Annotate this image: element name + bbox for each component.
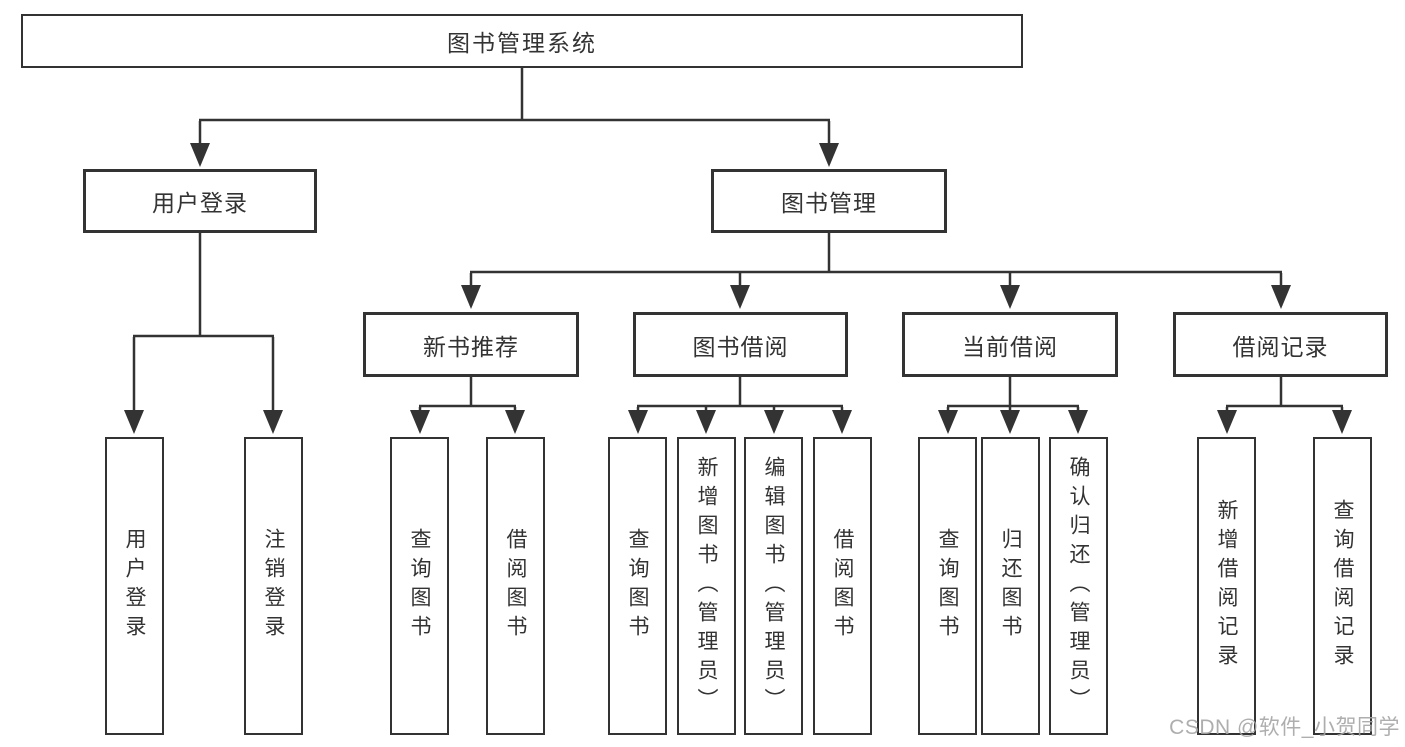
leaf-borrow-books-borrowing: 借阅图书: [813, 437, 872, 735]
leaf-query-borrow-record: 查询借阅记录: [1313, 437, 1372, 735]
node-new-book-recommend: 新书推荐: [363, 312, 579, 377]
leaf-logout: 注销登录: [244, 437, 303, 735]
leaf-label: 查询图书: [408, 528, 431, 644]
connector-root-trunk: [199, 68, 830, 122]
connector-newbook-trunk: [419, 377, 516, 408]
node-book-management: 图书管理: [711, 169, 947, 233]
node-label: 用户登录: [152, 190, 248, 216]
leaf-add-book-admin: 新增图书（管理员）: [677, 437, 736, 735]
leaf-label: 借阅图书: [504, 528, 527, 644]
leaf-edit-book-admin: 编辑图书（管理员）: [744, 437, 803, 735]
connector-bookmgmt-trunk: [470, 233, 1282, 274]
leaf-label: 新增图书（管理员）: [695, 455, 718, 717]
node-label: 图书管理系统: [447, 30, 597, 56]
leaf-confirm-return-admin: 确认归还（管理员）: [1049, 437, 1108, 735]
leaf-query-books-recommend: 查询图书: [390, 437, 449, 735]
leaf-label: 查询图书: [626, 528, 649, 644]
csdn-watermark: CSDN @软件_小贺同学: [1169, 716, 1400, 739]
node-label: 图书借阅: [692, 333, 789, 360]
leaf-label: 编辑图书（管理员）: [762, 455, 785, 717]
leaf-user-login: 用户登录: [105, 437, 164, 735]
node-borrowing-records: 借阅记录: [1173, 312, 1388, 377]
node-user-login: 用户登录: [83, 169, 317, 233]
node-current-borrowing: 当前借阅: [902, 312, 1118, 377]
node-label: 当前借阅: [962, 333, 1058, 360]
leaf-return-book: 归还图书: [981, 437, 1040, 735]
node-book-borrowing: 图书借阅: [633, 312, 848, 377]
leaf-label: 借阅图书: [831, 528, 854, 644]
connector-currentborrow-trunk: [947, 377, 1079, 408]
leaf-query-books-borrowing: 查询图书: [608, 437, 667, 735]
leaf-add-borrow-record: 新增借阅记录: [1197, 437, 1256, 735]
leaf-label: 归还图书: [999, 528, 1022, 644]
leaf-label: 用户登录: [123, 528, 146, 644]
connector-bookborrow-trunk: [637, 377, 843, 408]
connector-borrowrecord-trunk: [1226, 377, 1343, 408]
node-label: 新书推荐: [423, 333, 519, 360]
node-label: 借阅记录: [1232, 333, 1329, 360]
connector-userlogin-trunk: [133, 233, 274, 338]
leaf-label: 注销登录: [262, 528, 285, 644]
leaf-query-books-current: 查询图书: [918, 437, 977, 735]
leaf-borrow-books-recommend: 借阅图书: [486, 437, 545, 735]
leaf-label: 新增借阅记录: [1215, 499, 1238, 673]
node-label: 图书管理: [781, 190, 877, 216]
leaf-label: 查询借阅记录: [1331, 499, 1354, 673]
leaf-label: 确认归还（管理员）: [1067, 455, 1090, 717]
node-library-management-system: 图书管理系统: [21, 14, 1023, 68]
leaf-label: 查询图书: [936, 528, 959, 644]
